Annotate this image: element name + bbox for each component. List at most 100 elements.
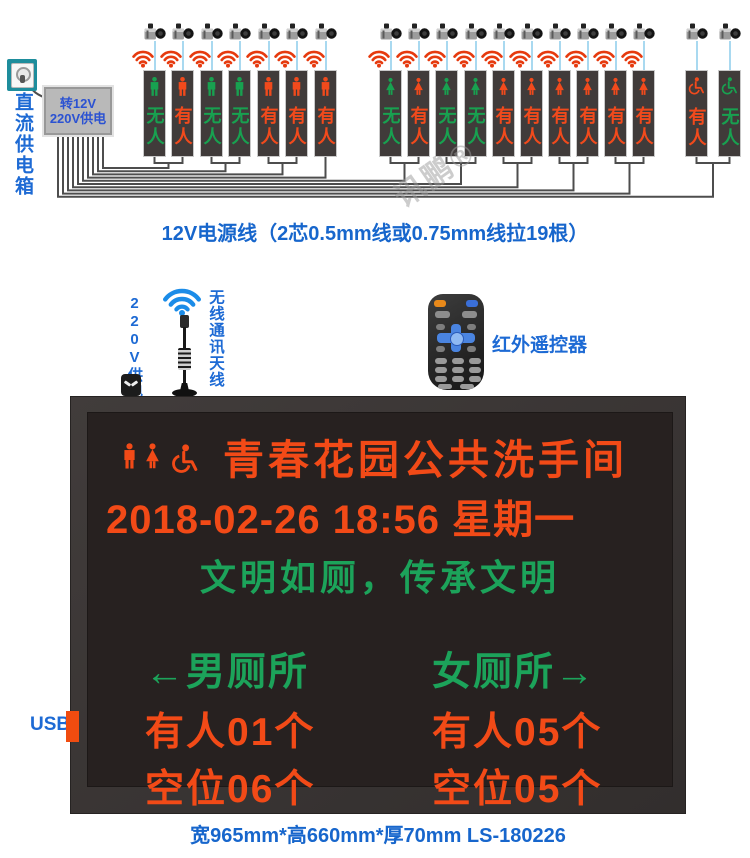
indicator-panel-female-9: 有人 [604,70,627,157]
women-vacant-count: 空位05个 [432,768,603,811]
sensor-camera-icon [605,23,627,42]
wifi-signal-icon [591,47,617,68]
datetime-row: 2018-02-26 18:56 星期一 [106,498,576,542]
female-icon [440,77,453,101]
panel-state-label: 有人 [315,106,336,148]
male-icon [319,77,332,101]
men-occupied-count: 有人01个 [145,711,316,754]
panel-state-label: 有人 [258,106,279,148]
sensor-camera-icon [549,23,571,42]
sensor-camera-icon [719,23,741,42]
indicator-panel-female-10: 有人 [632,70,655,157]
wifi-signal-icon [187,47,213,68]
male-icon [205,77,218,101]
sensor-camera-icon [577,23,599,42]
panel-state-label: 有人 [408,106,429,148]
female-icon [553,77,566,101]
indicator-panel-female-5: 有人 [492,70,515,157]
wifi-signal-icon [394,47,420,68]
remote-button [435,311,450,318]
remote-button [452,358,464,364]
panel-state-label: 无人 [380,106,401,148]
female-icon [637,77,650,101]
sensor-cable [210,41,213,70]
voltage-converter-box: 转12V 220V供电 [42,85,114,137]
sensor-cable [502,41,505,70]
usb-label: USB [30,714,71,735]
male-icon [290,77,303,101]
board-title: 青春花园公共洗手间 [223,437,628,483]
remote-label: 红外遥控器 [492,335,588,356]
indicator-panel-female-7: 有人 [548,70,571,157]
remote-button [466,300,478,307]
converter-label-line1: 转12V [59,96,97,111]
remote-button [467,346,476,352]
indicator-panel-male-3: 无人 [200,70,223,157]
sensor-cable [558,41,561,70]
panel-state-label: 有人 [549,106,570,148]
panel-state-label: 无人 [465,106,486,148]
wire-caption: 12V电源线（2芯0.5mm线或0.75mm线拉19根） [161,223,589,245]
power-plug-label: 220V供电 [126,295,143,399]
wifi-signal-icon [366,47,392,68]
sensor-cable [728,41,731,70]
female-icon [412,77,425,101]
wifi-signal-icon [159,282,205,316]
panel-state-label: 有人 [605,106,626,148]
sensor-cable [417,41,420,70]
sensor-camera-icon [201,23,223,42]
wifi-signal-icon [215,47,241,68]
sensor-cable [324,41,327,70]
antenna-label: 无线通讯天线 [207,289,224,388]
wheelchair-icon [688,77,705,102]
remote-button [452,367,464,373]
women-occupied-count: 有人05个 [432,711,603,754]
slogan-row: 文明如厕，传承文明 [199,557,560,598]
panel-state-label: 有人 [286,106,307,148]
remote-button [438,384,452,389]
remote-button [435,367,447,373]
panel-state-label: 无人 [201,106,222,148]
sensor-camera-icon [493,23,515,42]
remote-control [428,294,484,390]
panel-state-label: 无人 [229,106,250,148]
indicator-panel-male-1: 无人 [143,70,166,157]
female-icon [581,77,594,101]
indicator-panel-female-8: 有人 [576,70,599,157]
wifi-signal-icon [158,47,184,68]
indicator-panel-female-4: 无人 [464,70,487,157]
converter-label-line2: 220V供电 [49,111,107,126]
remote-button [469,376,481,382]
panel-state-label: 有人 [633,106,654,148]
wifi-signal-icon [272,47,298,68]
sensor-camera-icon [436,23,458,42]
wheelchair-icon [721,77,738,102]
dc-power-box [7,59,37,91]
panel-state-label: 有人 [577,106,598,148]
indicator-panel-female-6: 有人 [520,70,543,157]
remote-button [436,346,445,352]
indicator-panel-male-6: 有人 [285,70,308,157]
remote-button [462,311,477,318]
sensor-camera-icon [144,23,166,42]
sensor-cable [642,41,645,70]
sensor-camera-icon [380,23,402,42]
indicator-panel-male-4: 无人 [228,70,251,157]
sensor-camera-icon [686,23,708,42]
female-icon [609,77,622,101]
indicator-panel-female-3: 无人 [435,70,458,157]
title-row: 青春花园公共洗手间 [88,426,705,486]
power-plug-icon [121,374,141,396]
male-icon [262,77,275,101]
wifi-signal-icon [244,47,270,68]
remote-button [469,358,481,364]
wifi-signal-icon [130,47,156,68]
remote-button [450,332,464,346]
women-section-label: 女厕所→ [432,651,597,694]
remote-button [434,300,446,307]
female-icon [469,77,482,101]
wifi-signal-icon [563,47,589,68]
wifi-signal-icon [535,47,561,68]
